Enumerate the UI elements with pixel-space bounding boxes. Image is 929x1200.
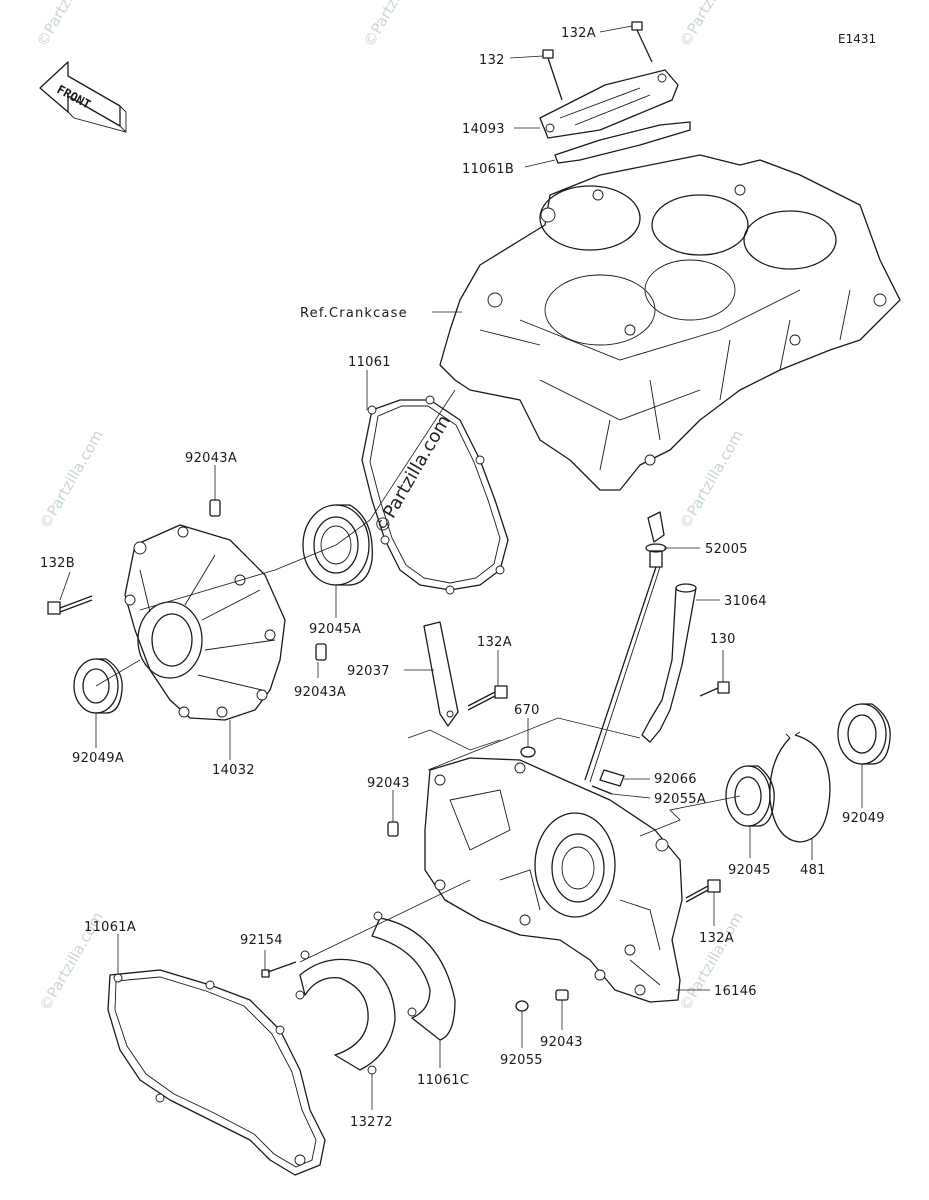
- label-92045A: 92045A: [309, 622, 361, 637]
- watermark: ©Partzilla.com: [676, 427, 747, 532]
- label-92043-left: 92043: [367, 776, 410, 791]
- label-92154: 92154: [240, 933, 283, 948]
- cover-16146: [424, 757, 683, 1003]
- watermark-center: ©Partzilla.com: [370, 412, 455, 538]
- bracket-92037: [423, 621, 459, 727]
- crankcase-reference: [439, 154, 901, 491]
- watermarks: ©Partzilla.com ©Partzilla.com ©Partzilla…: [33, 0, 747, 1014]
- label-13272: 13272: [350, 1115, 393, 1130]
- pin-92055A: [591, 785, 613, 795]
- pipe-31064: [641, 583, 697, 743]
- reference-label: Ref.Crankcase: [300, 306, 408, 321]
- watermark: ©Partzilla.com: [360, 0, 431, 50]
- label-670: 670: [514, 703, 540, 718]
- watermark: ©Partzilla.com: [36, 427, 107, 532]
- gasket-11061: [361, 395, 509, 595]
- plate-13272: [295, 950, 396, 1075]
- cover-14093: [539, 69, 679, 139]
- washer-92055: [515, 1000, 529, 1012]
- circlip-481: [769, 731, 831, 843]
- label-52005: 52005: [705, 542, 748, 557]
- label-11061A: 11061A: [84, 920, 136, 935]
- label-132A-mid: 132A: [477, 635, 512, 650]
- watermark: ©Partzilla.com: [33, 0, 104, 50]
- label-14032: 14032: [212, 763, 255, 778]
- bearing-92045A: [302, 504, 373, 586]
- gasket-11061B: [554, 121, 691, 164]
- label-92049: 92049: [842, 811, 885, 826]
- dowel-92043A-top: [209, 499, 221, 517]
- spring-92066: [599, 769, 625, 787]
- bolt-130: [699, 681, 730, 697]
- label-92043A-top: 92043A: [185, 451, 237, 466]
- dowel-92043-left: [387, 821, 399, 837]
- bolt-132A-top: [631, 21, 653, 63]
- label-11061: 11061: [348, 355, 391, 370]
- part-labels: 132A 132 14093 11061B Ref.Crankcase 1106…: [40, 26, 885, 1130]
- label-132: 132: [479, 53, 505, 68]
- label-92045: 92045: [728, 863, 771, 878]
- label-92049A: 92049A: [72, 751, 124, 766]
- label-14093: 14093: [462, 122, 505, 137]
- bolt-92154: [261, 961, 297, 978]
- gasket-11061C: [371, 911, 456, 1041]
- label-132B: 132B: [40, 556, 75, 571]
- seal-92049: [837, 703, 891, 765]
- label-11061C: 11061C: [417, 1073, 469, 1088]
- bolt-132B: [47, 595, 93, 615]
- bolt-132A-low: [685, 879, 721, 903]
- assembly-lines: [95, 389, 741, 963]
- label-132A-top: 132A: [561, 26, 596, 41]
- front-arrow-icon: FRONT: [39, 61, 127, 133]
- dowel-92043A-mid: [315, 643, 327, 661]
- label-92043-low: 92043: [540, 1035, 583, 1050]
- label-92055: 92055: [500, 1053, 543, 1068]
- seal-92045: [725, 765, 775, 827]
- label-130: 130: [710, 632, 736, 647]
- label-92043A-mid: 92043A: [294, 685, 346, 700]
- diagram-code: E1431: [838, 32, 876, 46]
- bolt-132A-mid: [467, 685, 508, 711]
- bolt-132: [542, 49, 563, 101]
- label-481: 481: [800, 863, 826, 878]
- cover-14032: [124, 524, 286, 721]
- label-92055A: 92055A: [654, 792, 706, 807]
- dowel-92043-low: [555, 989, 569, 1001]
- label-132A-low: 132A: [699, 931, 734, 946]
- oring-670: [520, 746, 536, 758]
- label-92037: 92037: [347, 664, 390, 679]
- watermark: ©Partzilla.com: [676, 0, 747, 50]
- seal-92049A: [73, 658, 123, 714]
- label-11061B: 11061B: [462, 162, 514, 177]
- gasket-11061A: [107, 969, 326, 1176]
- dipstick-52005: [584, 511, 667, 783]
- label-16146: 16146: [714, 984, 757, 999]
- leader-lines: [59, 25, 863, 1110]
- label-92066: 92066: [654, 772, 697, 787]
- label-31064: 31064: [724, 594, 767, 609]
